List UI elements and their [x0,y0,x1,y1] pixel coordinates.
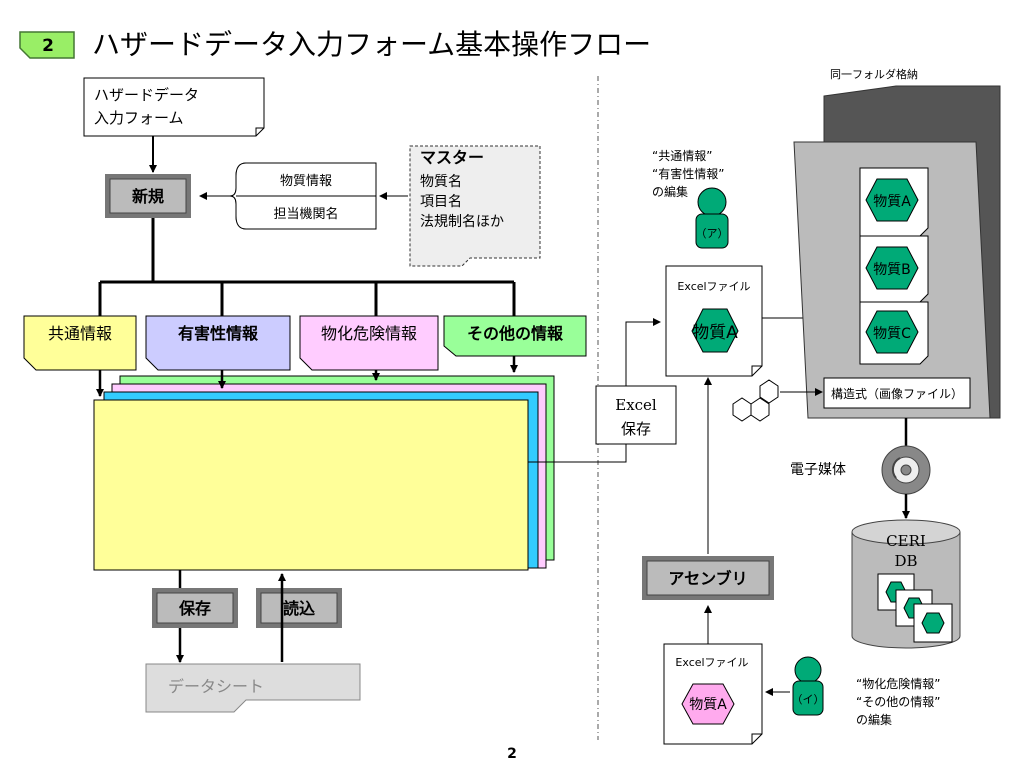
new-button[interactable]: 新規 [105,174,191,218]
svg-text:共通情報: 共通情報 [48,324,112,343]
header: 2 ハザードデータ入力フォーム基本操作フロー [19,28,651,61]
load-button[interactable]: 読込 [256,588,342,628]
header-badge [19,31,75,59]
svg-text:法規制名ほか: 法規制名ほか [420,214,504,230]
input-form-box: ハザードデータ 入力フォーム [83,77,265,137]
svg-text:読込: 読込 [283,599,315,618]
svg-text:（ア）: （ア） [696,227,729,240]
svg-text:保存: 保存 [178,599,211,618]
substance-a-hex-top: 物質A [692,323,738,343]
svg-text:ハザードデータ: ハザードデータ [94,86,199,104]
svg-text:物質名: 物質名 [420,174,462,190]
substance-a-hex-bottom: 物質A [689,697,727,713]
sheet-stack [93,375,555,571]
tab-physical-hazard[interactable]: 物化危険情報 [299,315,439,371]
page-number: 2 [507,746,517,762]
svg-text:物質B: 物質B [873,262,911,278]
structure-formula-icon [732,379,779,422]
tab-toxicity[interactable]: 有害性情報 [145,315,291,371]
svg-text:物化危険情報: 物化危険情報 [321,324,417,343]
svg-text:構造式（画像ファイル）: 構造式（画像ファイル） [831,387,963,401]
brace-item-agency: 担当機関名 [273,206,338,222]
svg-text:物質A: 物質A [873,194,911,210]
assembly-button[interactable]: アセンブリ [642,556,774,600]
svg-text:Excel: Excel [615,396,657,414]
svg-text:“共通情報”: “共通情報” [652,149,712,163]
svg-text:DB: DB [894,552,917,570]
tab-arrows [96,356,518,397]
data-sheet: データシート [145,663,361,713]
excel-file-bottom: Excelファイル 物質A [663,643,763,745]
svg-text:の編集: の編集 [856,712,892,727]
arrow-excel-to-file [625,318,661,386]
svg-text:その他の情報: その他の情報 [467,324,564,343]
svg-text:Excelファイル: Excelファイル [677,280,750,293]
person-i-notes: “物化危険情報” “その他の情報” の編集 [856,677,940,727]
svg-text:新規: 新規 [132,187,164,206]
folder-substance-c: 物質C [859,301,929,365]
svg-text:有害性情報: 有害性情報 [178,324,259,343]
master-title: マスター [420,148,484,167]
svg-text:データシート: データシート [168,677,264,696]
svg-text:項目名: 項目名 [420,194,462,210]
storage-folder: 同一フォルダ格納 物質A 物質B 物質C 構造式（画像ファイル） [793,67,1001,419]
svg-text:CERI: CERI [886,532,926,550]
folder-substance-b: 物質B [859,235,929,303]
media-label: 電子媒体 [790,462,846,478]
ceri-database: CERI DB [851,519,961,649]
svg-text:物質C: 物質C [873,326,911,342]
folder-substance-a: 物質A [859,167,929,237]
disc-icon [881,445,931,495]
person-a-icon: （ア） [695,187,729,249]
line-sheet-to-excel [528,444,627,463]
person-a-notes: “共通情報” “有害性情報” の編集 [652,149,724,199]
structure-image-box: 構造式（画像ファイル） [823,377,971,409]
save-button[interactable]: 保存 [152,588,238,628]
svg-text:“その他の情報”: “その他の情報” [856,695,940,709]
page-title: ハザードデータ入力フォーム基本操作フロー [92,28,651,61]
svg-text:“有害性情報”: “有害性情報” [652,166,724,181]
excel-file-top: Excelファイル 物質A [665,265,763,377]
tab-other-info[interactable]: その他の情報 [443,315,587,357]
main-sheet [93,399,529,571]
svg-text:“物化危険情報”: “物化危険情報” [856,677,940,691]
svg-text:アセンブリ: アセンブリ [668,569,747,588]
tab-common[interactable]: 共通情報 [23,315,137,371]
svg-text:Excelファイル: Excelファイル [675,656,748,669]
svg-text:保存: 保存 [621,420,651,438]
svg-text:の編集: の編集 [652,184,688,199]
brace-item-substance-info: 物質情報 [280,174,332,189]
db-file-3 [913,603,953,643]
branch-lines [98,218,516,318]
excel-save-box[interactable]: Excel 保存 [595,385,677,445]
header-badge-number: 2 [42,36,54,56]
substance-info-brace: 物質情報 担当機関名 [199,162,377,230]
svg-text:（イ）: （イ） [792,693,825,706]
svg-text:入力フォーム: 入力フォーム [94,109,184,127]
person-i-icon: （イ） [792,656,825,716]
master-box: マスター 物質名 項目名 法規制名ほか [409,145,541,267]
folder-label: 同一フォルダ格納 [830,67,918,81]
